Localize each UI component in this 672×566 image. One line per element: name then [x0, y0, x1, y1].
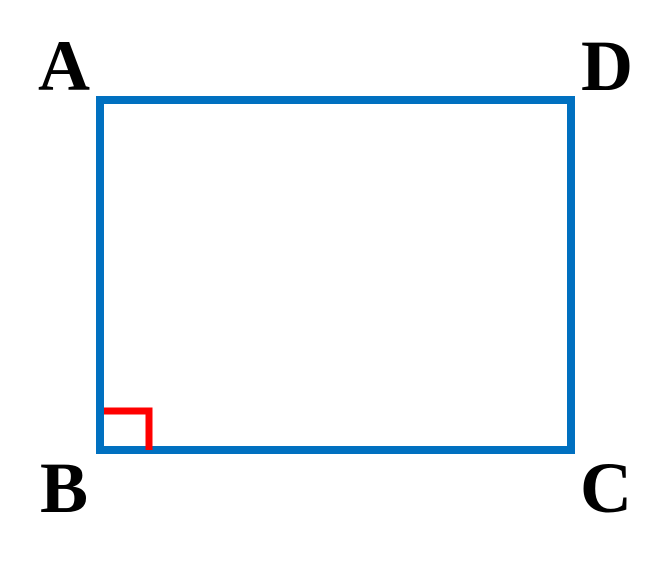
- rectangle-outline: [96, 96, 575, 454]
- vertex-label-c: C: [580, 448, 632, 528]
- vertex-label-a: A: [38, 26, 90, 106]
- right-angle-marker: [104, 407, 153, 450]
- vertex-label-b: B: [40, 448, 88, 528]
- vertex-label-d: D: [581, 26, 633, 106]
